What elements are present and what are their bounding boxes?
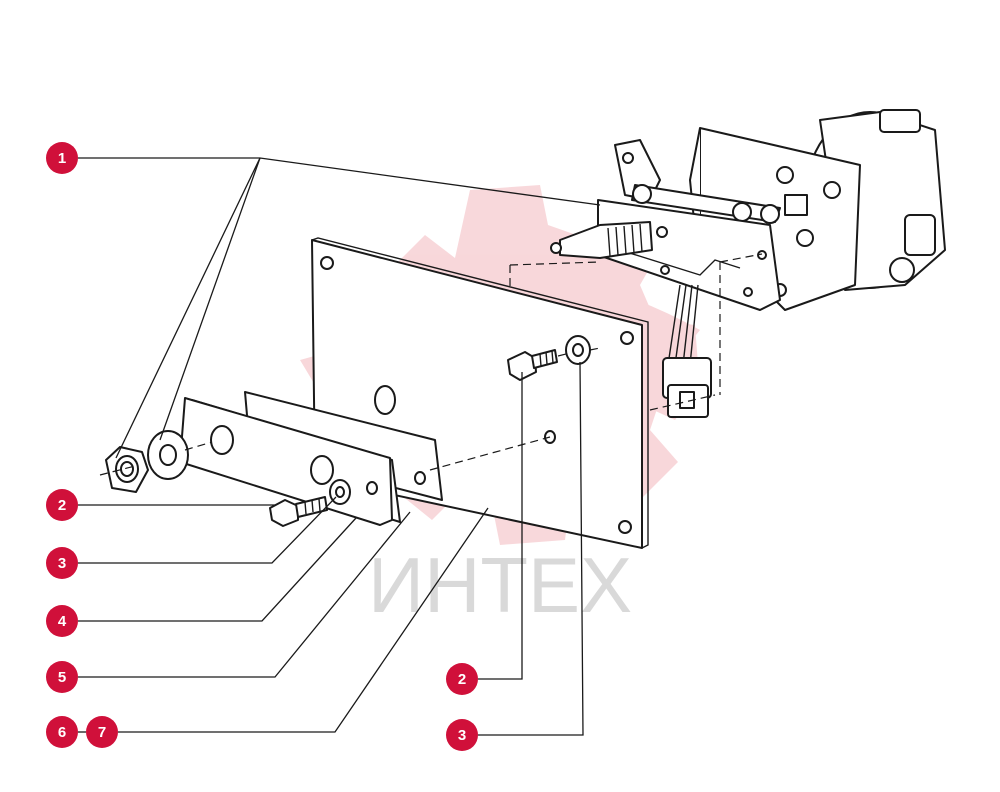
callout-label: 6 — [58, 724, 66, 741]
callout-label: 2 — [58, 497, 66, 514]
strip-washer — [329, 479, 351, 505]
wiper-motor-assembly — [550, 109, 946, 418]
callout-2-left: 2 — [46, 489, 78, 521]
callout-label: 4 — [58, 613, 67, 630]
callout-label: 3 — [58, 555, 66, 572]
callout-label: 5 — [58, 669, 66, 686]
nut-axis — [99, 465, 136, 476]
plate-bolt — [507, 349, 558, 381]
strip-bolt — [269, 496, 328, 527]
alignment-line-top-left — [509, 261, 601, 266]
callout-2-right: 2 — [446, 663, 478, 695]
nut — [105, 446, 149, 493]
callout-7: 7 — [86, 716, 118, 748]
alignment-line-top-right — [719, 253, 763, 263]
callout-6: 6 — [46, 716, 78, 748]
washer — [147, 430, 189, 480]
callout-3-left: 3 — [46, 547, 78, 579]
callout-3-right: 3 — [446, 719, 478, 751]
callout-1: 1 — [46, 142, 78, 174]
washer-alignment — [589, 347, 601, 351]
strip-axis — [429, 436, 551, 471]
washer-axis — [184, 441, 213, 451]
callout-label: 2 — [458, 671, 466, 688]
callout-label: 1 — [58, 150, 66, 167]
leader-lines — [78, 157, 601, 736]
watermark-text: ИНТЕХ — [368, 541, 632, 629]
bolt-alignment — [557, 353, 567, 357]
callout-label: 3 — [458, 727, 466, 744]
callout-5: 5 — [46, 661, 78, 693]
alignment-line-connector — [649, 394, 716, 411]
callout-4: 4 — [46, 605, 78, 637]
callout-label: 7 — [98, 724, 106, 741]
plate-washer — [565, 335, 591, 365]
